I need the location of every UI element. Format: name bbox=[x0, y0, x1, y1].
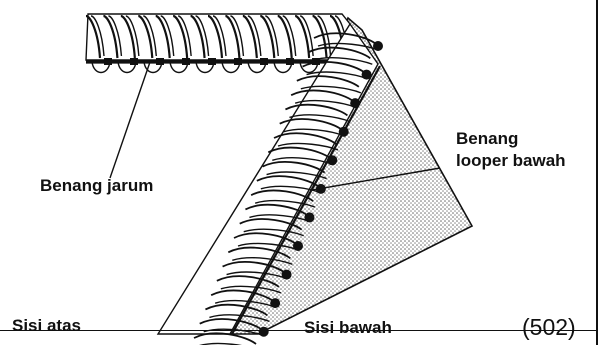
label-lower-looper: Benang looper bawah bbox=[456, 128, 566, 172]
label-bottom-side: Sisi bawah bbox=[304, 318, 392, 338]
looper-knot bbox=[362, 70, 372, 80]
looper-knot bbox=[373, 41, 383, 51]
looper-knot bbox=[304, 212, 314, 222]
label-top-side: Sisi atas bbox=[12, 316, 81, 336]
looper-knot bbox=[259, 327, 269, 337]
frame-bottom-border bbox=[0, 330, 598, 331]
figure-number: (502) bbox=[522, 314, 576, 341]
looper-knot bbox=[270, 298, 280, 308]
looper-knot bbox=[327, 155, 337, 165]
looper-knot bbox=[282, 270, 292, 280]
label-lower-looper-line1: Benang bbox=[456, 128, 566, 150]
label-lower-looper-line2: looper bawah bbox=[456, 150, 566, 172]
looper-knot bbox=[293, 241, 303, 251]
leader-needle-thread bbox=[110, 62, 150, 178]
diagonal-loop bbox=[194, 333, 256, 344]
looper-knot bbox=[339, 127, 349, 137]
frame-right-border bbox=[596, 0, 598, 345]
label-needle-thread: Benang jarum bbox=[40, 176, 153, 196]
looper-knot bbox=[350, 98, 360, 108]
